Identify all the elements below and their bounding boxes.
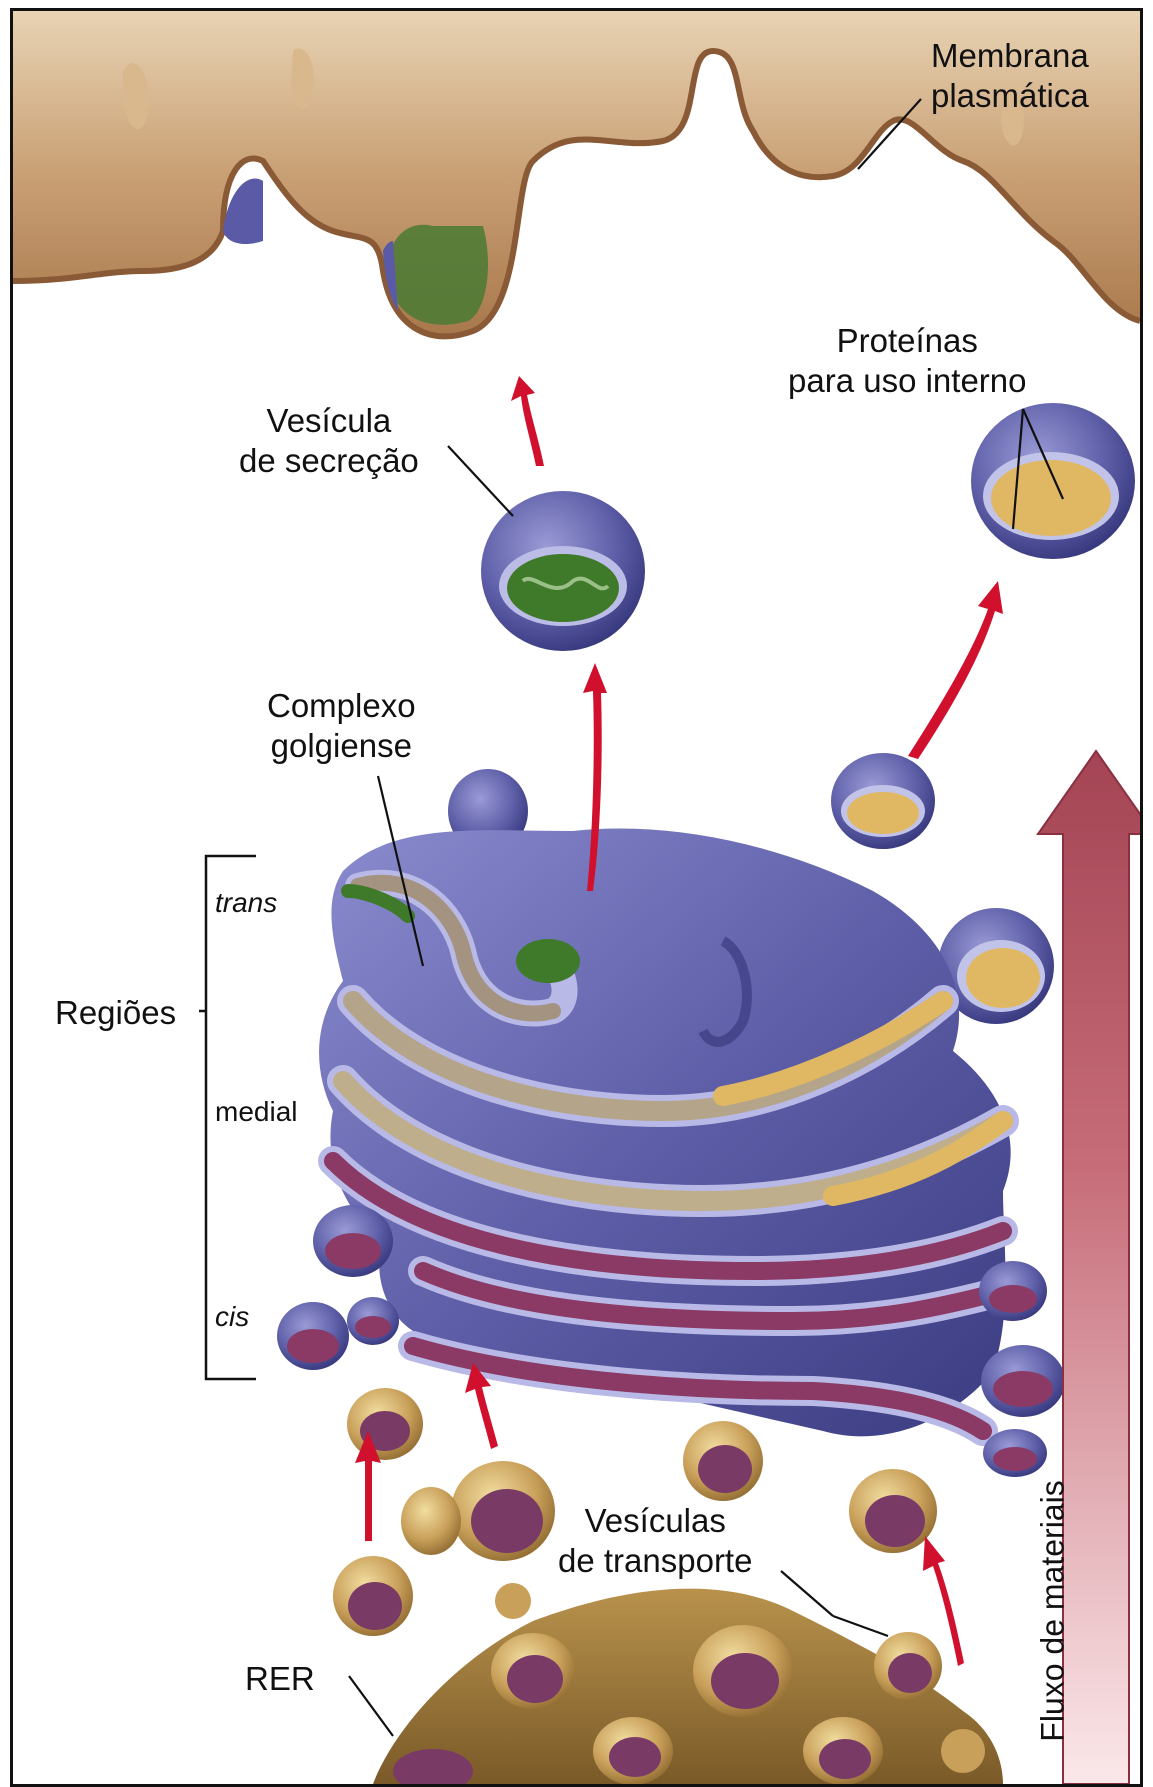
golgi-complex [319, 769, 1011, 1436]
golgi-complex-label: Complexo golgiense [267, 686, 416, 766]
diagram-frame: Membrana plasmática Proteínas para uso i… [10, 8, 1143, 1787]
internal-protein-vesicle-medium [831, 753, 935, 849]
rer-label: RER [245, 1659, 315, 1699]
secretory-vesicle-label: Vesícula de secreção [239, 401, 419, 481]
rough-endoplasmic-reticulum [373, 1583, 1003, 1784]
plasma-membrane-label: Membrana plasmática [931, 36, 1089, 116]
internal-protein-vesicle-large [971, 403, 1135, 559]
cis-region-label: cis [215, 1301, 249, 1333]
medial-region-label: medial [215, 1096, 297, 1128]
secretory-vesicle [481, 491, 645, 651]
trans-region-label: trans [215, 887, 277, 919]
material-flow-label: Fluxo de materiais [1035, 1480, 1072, 1741]
regions-label: Regiões [55, 993, 176, 1033]
internal-proteins-label: Proteínas para uso interno [788, 321, 1027, 401]
transport-vesicles-label: Vesículas de transporte [558, 1501, 752, 1581]
